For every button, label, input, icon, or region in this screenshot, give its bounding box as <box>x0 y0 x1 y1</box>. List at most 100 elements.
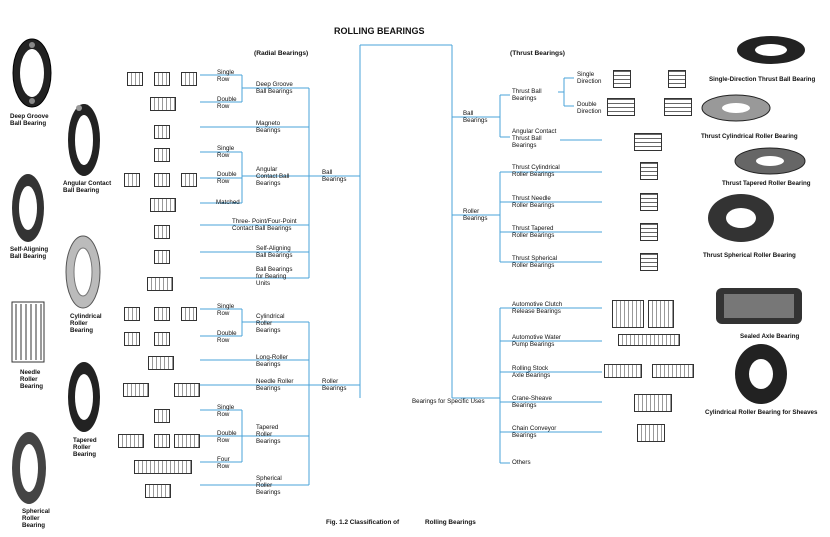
schematic-long-roller <box>148 356 174 370</box>
label-radial-deep-single-row: Single Row <box>217 69 235 83</box>
schematic-tapered-double-b <box>154 434 170 448</box>
schematic-rolling-stock-b <box>652 364 694 378</box>
schematic-angular-matched <box>150 198 176 212</box>
label-angular-contact: Angular Contact Ball Bearings <box>256 166 290 187</box>
tapered-roller-photo <box>64 358 104 441</box>
schematic-tapered-single <box>154 409 170 423</box>
radial-header: (Radial Bearings) <box>254 50 309 57</box>
schematic-thrust-double-a <box>607 98 635 116</box>
schematic-cyl-single-b <box>154 307 170 321</box>
schematic-water-pump <box>618 334 680 346</box>
label-thrust-roller-group: Roller Bearings <box>463 208 488 222</box>
label-sheave-roller-photo: Cylindrical Roller Bearing for Sheaves <box>705 409 818 416</box>
label-magneto: Magneto Bearings <box>256 120 281 134</box>
schematic-spherical <box>145 484 171 498</box>
label-others: Others <box>512 459 531 466</box>
schematic-chain-conveyor <box>637 424 665 442</box>
label-cylindrical: Cylindrical Roller Bearings <box>256 313 285 334</box>
schematic-deep-groove-single-a <box>127 72 143 86</box>
label-three-four-point: Three- Point/Four-Point Contact Ball Bea… <box>232 218 297 232</box>
label-cylindrical-roller-photo: Cylindrical Roller Bearing <box>70 313 102 334</box>
thrust-ball-photo <box>735 28 807 79</box>
thrust-tapered-photo <box>733 144 807 183</box>
label-radial-deep-double-row: Double Row <box>217 96 237 110</box>
schematic-bearing-unit <box>147 277 173 291</box>
label-deep-groove: Deep Groove Ball Bearings <box>256 81 293 95</box>
schematic-thrust-spherical <box>640 253 658 271</box>
schematic-cyl-single-a <box>124 307 140 321</box>
label-deep-groove-photo: Deep Groove Ball Bearing <box>10 113 49 127</box>
self-aligning-photo <box>8 170 48 251</box>
thrust-spherical-photo <box>706 190 776 253</box>
schematic-self-aligning <box>154 250 170 264</box>
label-four-row: Four Row <box>217 456 230 470</box>
label-spherical-roller-photo: Spherical Roller Bearing <box>22 508 50 529</box>
label-angular-thrust: Angular Contact Thrust Ball Bearings <box>512 128 557 149</box>
schematic-four-point <box>154 225 170 239</box>
schematic-thrust-tapered <box>640 223 658 241</box>
schematic-needle-a <box>123 383 149 397</box>
schematic-deep-groove-double <box>150 97 176 111</box>
label-rolling-stock: Rolling Stock Axle Bearings <box>512 365 551 379</box>
schematic-tapered-four <box>134 460 192 474</box>
label-thrust-ball: Thrust Ball Bearings <box>512 88 542 102</box>
label-radial-ball: Ball Bearings <box>322 169 347 183</box>
label-needle-roller-photo: Needle Roller Bearing <box>20 369 44 390</box>
label-chain-conveyor: Chain Conveyor Bearings <box>512 425 557 439</box>
label-thrust-tapered-photo: Thrust Tapered Roller Bearing <box>722 180 811 187</box>
label-tapered: Tapered Roller Bearings <box>256 424 281 445</box>
label-thrust-spherical: Thrust Spherical Roller Bearings <box>512 255 558 269</box>
label-thrust-needle: Thrust Needle Roller Bearings <box>512 195 555 209</box>
label-self-aligning: Self-Aligning Ball Bearings <box>256 245 293 259</box>
sealed-axle-photo <box>712 282 808 335</box>
thrust-cyl-photo <box>700 88 772 135</box>
label-radial-angular-single-row: Single Row <box>217 145 235 159</box>
schematic-needle-b <box>174 383 200 397</box>
cylindrical-roller-photo <box>62 232 104 317</box>
spherical-roller-photo <box>8 428 50 513</box>
label-tapered-roller-photo: Tapered Roller Bearing <box>73 437 97 458</box>
label-radial-cyl-single-row: Single Row <box>217 303 235 317</box>
label-angular-contact-photo: Angular Contact Ball Bearing <box>63 180 112 194</box>
label-thrust-cylindrical: Thrust Cylindrical Roller Bearings <box>512 164 560 178</box>
label-radial-roller: Roller Bearings <box>322 378 347 392</box>
thrust-header: (Thrust Bearings) <box>510 50 565 57</box>
label-radial-tapered-double-row: Double Row <box>217 430 237 444</box>
sheave-roller-photo <box>732 342 790 411</box>
schematic-rolling-stock-a <box>604 364 642 378</box>
schematic-cyl-double-a <box>124 332 140 346</box>
schematic-tapered-double-a <box>118 434 144 448</box>
schematic-angular-double-a <box>124 173 140 187</box>
schematic-crane-sheave <box>634 394 672 412</box>
schematic-cyl-double-b <box>154 332 170 346</box>
schematic-angular-single <box>154 148 170 162</box>
schematic-deep-groove-single-c <box>181 72 197 86</box>
label-double-direction: Double Direction <box>577 101 602 115</box>
label-thrust-ball-group: Ball Bearings <box>463 110 488 124</box>
label-self-aligning-photo: Self-Aligning Ball Bearing <box>10 246 49 260</box>
schematic-thrust-double-b <box>664 98 692 116</box>
label-radial-angular-double-row: Double Row <box>217 171 237 185</box>
label-crane-sheave: Crane-Sheave Bearings <box>512 395 552 409</box>
angular-contact-photo <box>64 100 104 185</box>
label-water-pump: Automotive Water Pump Bearings <box>512 334 561 348</box>
figure-caption-left: Fig. 1.2 Classification of <box>326 519 400 526</box>
schematic-thrust-single-b <box>668 70 686 88</box>
schematic-magneto <box>154 125 170 139</box>
label-radial-tapered-single-row: Single Row <box>217 404 235 418</box>
label-clutch-release: Automotive Clutch Release Bearings <box>512 301 563 315</box>
schematic-angular-double-b <box>154 173 170 187</box>
schematic-thrust-single-a <box>613 70 631 88</box>
label-thrust-spherical-photo: Thrust Spherical Roller Bearing <box>703 252 796 259</box>
label-matched: Matched <box>216 199 240 206</box>
schematic-deep-groove-single-b <box>154 72 170 86</box>
label-specific-uses: Bearings for Specific Uses <box>412 398 485 405</box>
schematic-thrust-needle <box>640 193 658 211</box>
schematic-angular-double-c <box>181 173 197 187</box>
label-sealed-axle-photo: Sealed Axle Bearing <box>740 333 800 340</box>
deep-groove-photo <box>8 35 56 118</box>
schematic-clutch-b <box>648 300 674 328</box>
schematic-thrust-cyl <box>640 162 658 180</box>
label-spherical: Spherical Roller Bearings <box>256 475 282 496</box>
label-thrust-tapered: Thrust Tapered Roller Bearings <box>512 225 555 239</box>
